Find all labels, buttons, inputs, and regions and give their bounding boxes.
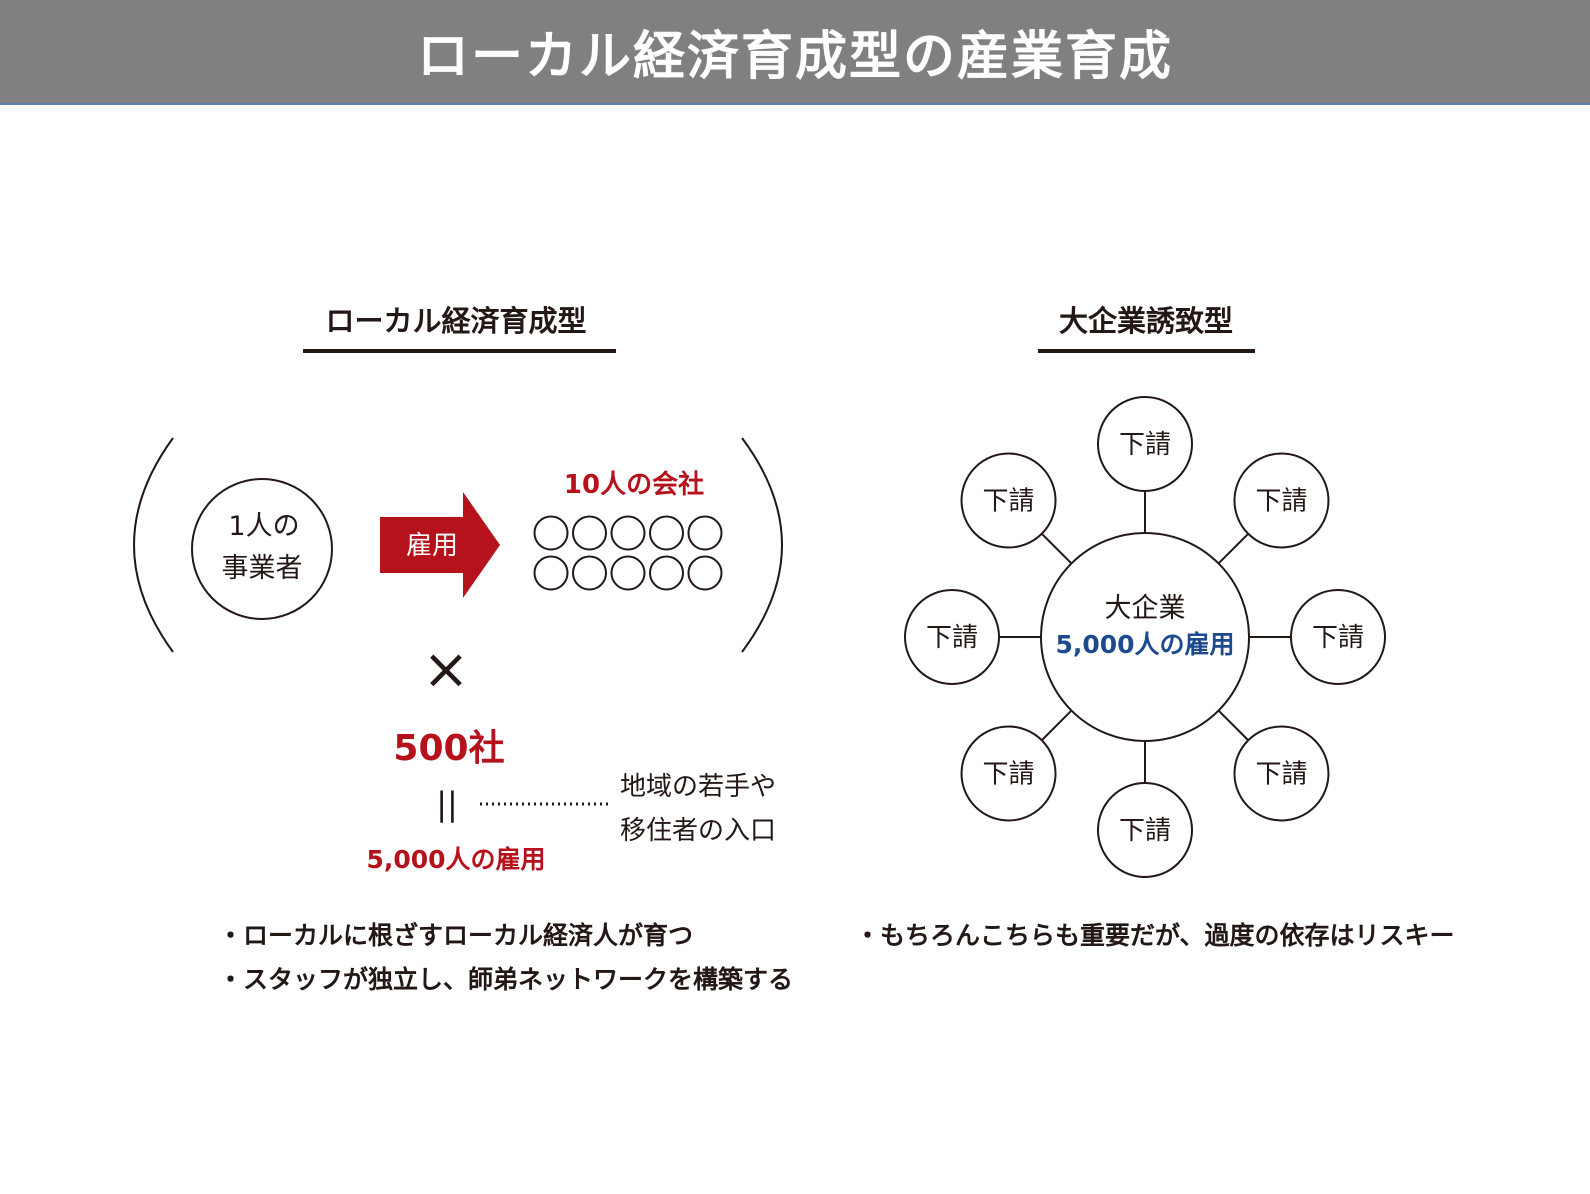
note-line2: 移住者の入口 [620,816,776,846]
company-label: 10人の会社 [564,469,704,500]
employment-arrow [380,492,500,598]
subcontractor-circle [960,452,1057,549]
note-line1: 地域の若手や [620,772,776,802]
employee-circle [649,555,684,591]
employee-circles [533,515,723,591]
employee-circle [572,515,607,551]
jobs-count: 5,000人の雇用 [366,845,545,874]
subcontractor-circle [1097,396,1193,492]
large-enterprise-circle [1040,532,1250,742]
companies-count: 500社 [393,728,504,769]
entrepreneur-label-line2: 事業者 [222,553,303,584]
large-enterprise-label: 大企業 [1105,593,1186,624]
subcontractor-label: 下請 [926,623,978,653]
subcontractor-label: 下請 [1312,623,1364,653]
employee-circle [572,555,607,591]
subcontractor-label: 下請 [1119,430,1171,460]
subcontractor-circle [904,589,1000,685]
subcontractor-circle [1233,725,1330,822]
entrepreneur-circle [191,478,333,620]
employee-circle [610,555,646,591]
employee-circle [533,515,569,551]
employee-circle [610,515,646,551]
equals-symbol: || [436,785,458,823]
right-heading-underline [1038,349,1255,353]
left-bullet-1: ・ローカルに根ざすローカル経済人が育つ [218,921,693,950]
subcontractor-label: 下請 [983,759,1035,789]
left-heading: ローカル経済育成型 [325,304,586,338]
subcontractor-circle [1233,452,1330,549]
employee-circle [533,555,569,591]
subcontractor-circle [1097,782,1193,878]
spoke-line [1041,709,1073,741]
right-heading: 大企業誘致型 [1059,304,1233,338]
subcontractor-circle [960,725,1057,822]
large-enterprise-jobs: 5,000人の雇用 [1055,630,1234,659]
spoke-line [1217,533,1249,565]
employee-circle [687,515,723,551]
employment-arrow-label: 雇用 [406,531,458,561]
subcontractor-label: 下請 [1119,816,1171,846]
subcontractor-label: 下請 [1255,759,1307,789]
left-bullet-2: ・スタッフが独立し、師弟ネットワークを構築する [218,965,793,994]
left-paren [133,437,174,653]
subcontractor-label: 下請 [983,487,1035,517]
slide-title: ローカル経済育成型の産業育成 [416,27,1173,87]
entrepreneur-label-line1: 1人の [228,511,299,542]
left-panel: ローカル経済育成型 1人の 事業者 雇用 10人の会社 × 500社 || 地域… [133,304,793,994]
subcontractor-circle [1290,589,1386,685]
left-heading-underline [303,349,616,353]
employee-circle [687,555,723,591]
title-bar: ローカル経済育成型の産業育成 [0,0,1590,105]
times-symbol: × [423,637,470,702]
spoke-line [1217,709,1249,741]
employee-circle [649,515,684,551]
right-bullet-1: ・もちろんこちらも重要だが、過度の依存はリスキー [855,921,1455,950]
right-paren [741,437,783,653]
spoke-line [1041,533,1073,565]
subcontractor-label: 下請 [1255,487,1307,517]
